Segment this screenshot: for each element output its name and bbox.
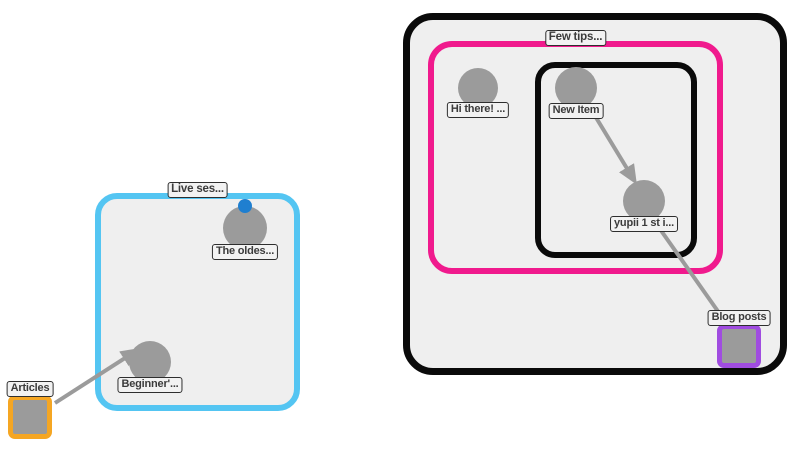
group-label-few-tips: Few tips... — [544, 30, 607, 46]
node-articles[interactable] — [8, 395, 52, 439]
group-label-live-sessions: Live ses... — [167, 182, 228, 198]
node-the-oldest[interactable] — [223, 206, 267, 250]
unread-badge-icon — [238, 199, 252, 213]
node-label-new-item: New Item — [548, 103, 604, 119]
node-hi-there[interactable] — [458, 68, 498, 108]
node-label-beginner: Beginner'... — [117, 377, 183, 393]
node-label-the-oldest: The oldes... — [211, 244, 279, 260]
node-label-yupii: yupii 1 st i... — [610, 216, 678, 232]
node-new-item[interactable] — [555, 67, 597, 109]
node-label-hi-there: Hi there! ... — [446, 102, 510, 118]
node-label-articles: Articles — [6, 381, 54, 397]
node-label-blog-posts: Blog posts — [707, 310, 771, 326]
node-yupii[interactable] — [623, 180, 665, 222]
node-blog-posts[interactable] — [717, 324, 761, 368]
